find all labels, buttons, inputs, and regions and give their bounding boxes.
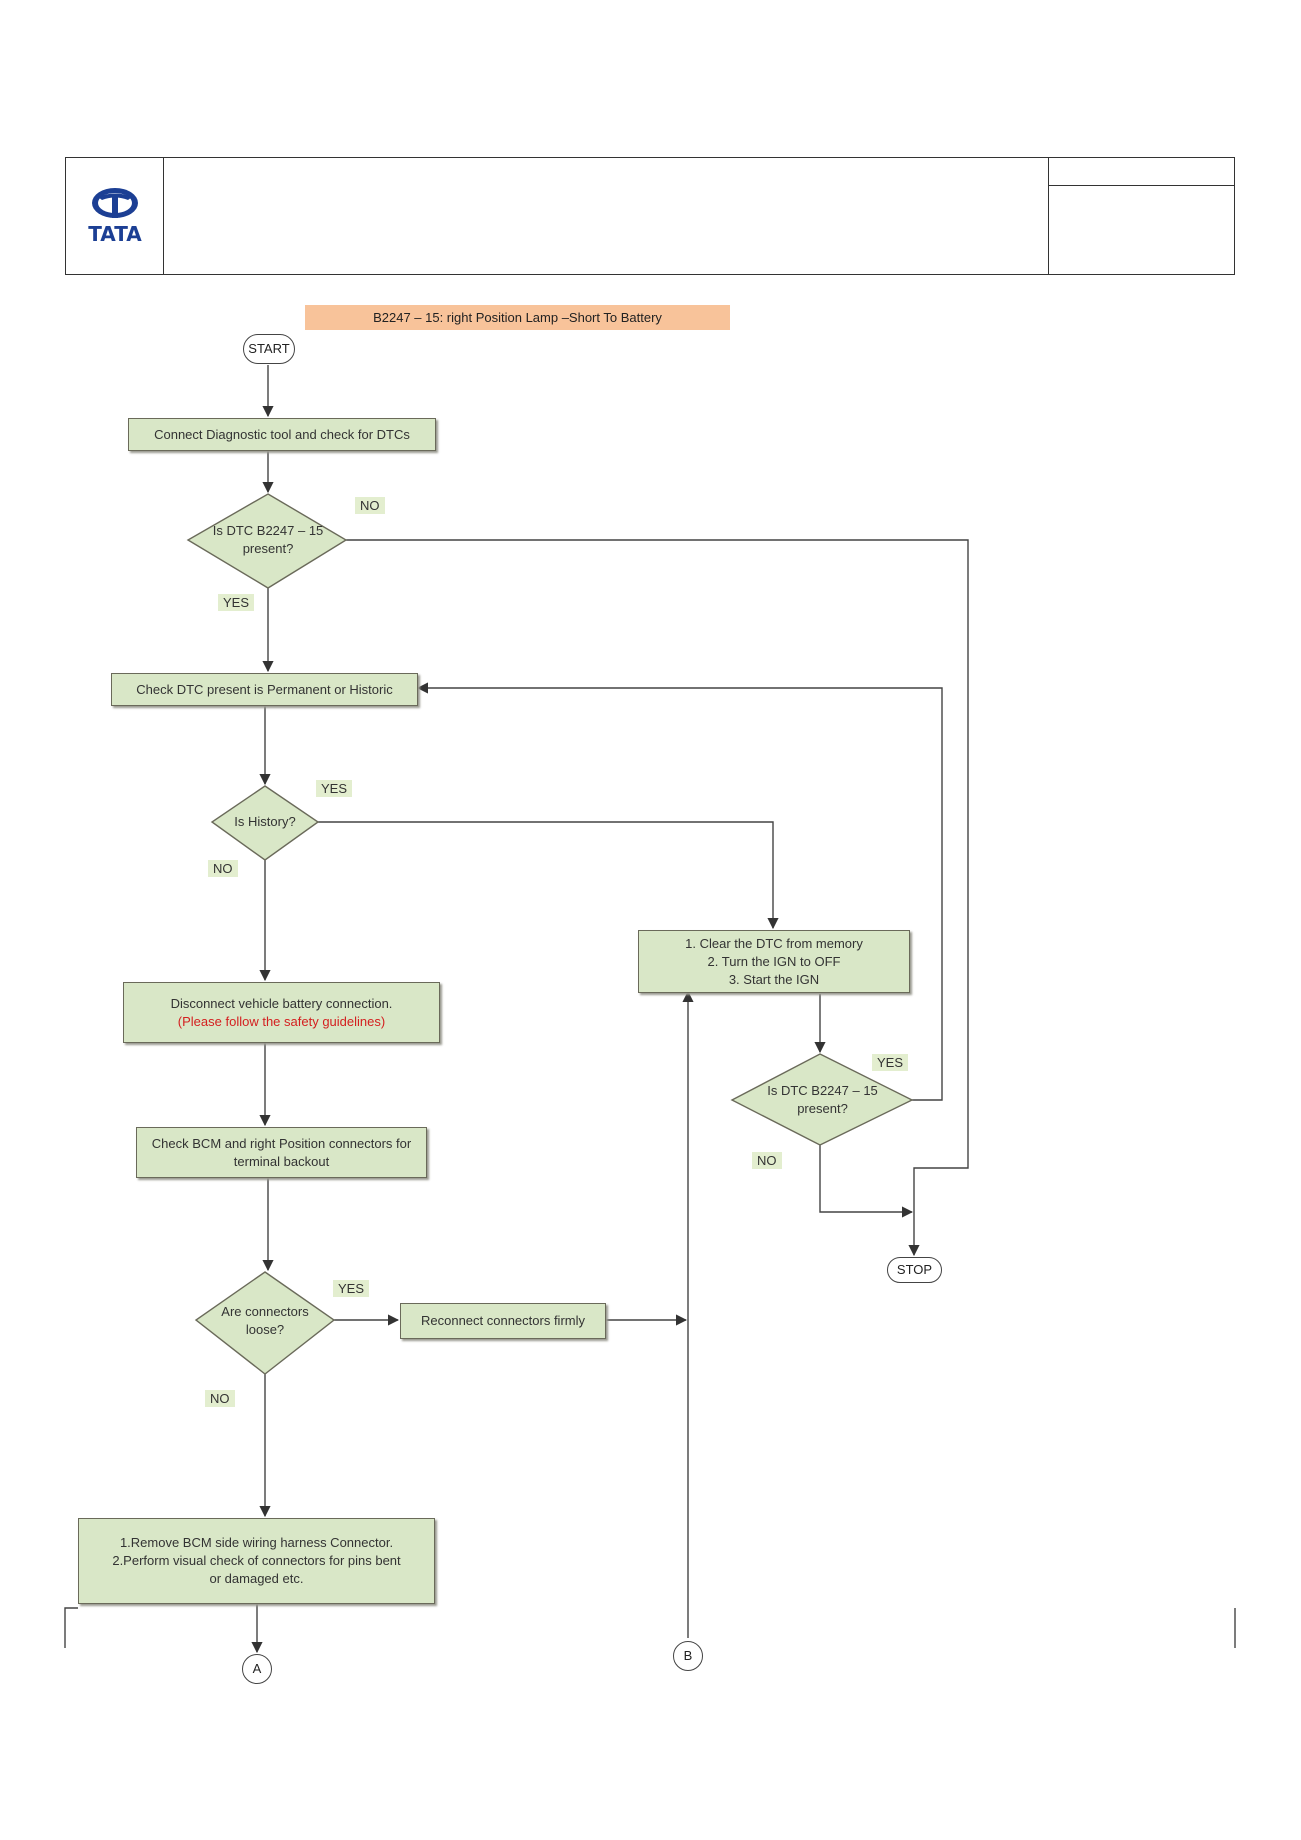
label-no: NO xyxy=(752,1152,782,1169)
decision-dtc-present xyxy=(186,493,348,589)
label-no: NO xyxy=(208,860,238,877)
decision-line: present? xyxy=(242,541,294,556)
step-check-bcm: Check BCM and right Position connectors … xyxy=(136,1127,427,1178)
step-text: 1. Clear the DTC from memory xyxy=(685,935,863,951)
step-text: Reconnect connectors firmly xyxy=(420,1313,585,1328)
label-yes: YES xyxy=(333,1280,370,1297)
header-divider xyxy=(1048,158,1049,274)
arrow xyxy=(318,821,779,930)
step-text: 1.Remove BCM side wiring harness Connect… xyxy=(119,1535,394,1550)
label-yes: YES xyxy=(218,594,255,611)
step-text: Disconnect vehicle battery connection. xyxy=(170,995,393,1011)
decision-is-history xyxy=(210,785,320,861)
label-no: NO xyxy=(205,1390,235,1407)
flow-title: B2247 – 15: right Position Lamp –Short T… xyxy=(305,305,730,330)
decision-text: Is DTC B2247 – 15 present? xyxy=(750,1082,895,1118)
step-text: 2. Turn the IGN to OFF xyxy=(707,953,841,969)
decision-line: Is DTC B2247 – 15 xyxy=(212,523,324,538)
step-remove-bcm: 1.Remove BCM side wiring harness Connect… xyxy=(78,1518,435,1604)
step-clear-dtc: 1. Clear the DTC from memory 2. Turn the… xyxy=(638,930,910,993)
connector-b: B xyxy=(673,1641,703,1671)
step-text: or damaged etc. xyxy=(209,1571,304,1586)
step-reconnect: Reconnect connectors firmly xyxy=(400,1303,606,1339)
arrow xyxy=(819,1145,914,1218)
decision-line: Is History? xyxy=(234,814,296,829)
document-header: TATA xyxy=(65,157,1235,275)
decision-line: present? xyxy=(797,1101,848,1116)
step-text: terminal backout xyxy=(233,1153,330,1169)
step-text: 2.Perform visual check of connectors for… xyxy=(112,1553,401,1568)
label-yes: YES xyxy=(316,780,353,797)
arrow xyxy=(416,682,943,1101)
header-divider xyxy=(163,158,164,274)
page-border xyxy=(64,1607,78,1648)
label-yes: YES xyxy=(872,1054,909,1071)
step-text: Check BCM and right Position connectors … xyxy=(151,1135,412,1151)
safety-warning: (Please follow the safety guidelines) xyxy=(177,1013,386,1029)
header-divider xyxy=(1048,185,1234,186)
label-no: NO xyxy=(355,497,385,514)
decision-text: Is History? xyxy=(215,813,315,831)
arrow xyxy=(346,539,969,1257)
decision-text: Are connectors loose? xyxy=(210,1303,320,1339)
logo-text: TATA xyxy=(88,222,142,246)
start-terminal: START xyxy=(243,334,295,364)
step-connect-tool: Connect Diagnostic tool and check for DT… xyxy=(128,418,436,451)
decision-line: Are connectors xyxy=(221,1304,309,1319)
step-disconnect-battery: Disconnect vehicle battery connection. (… xyxy=(123,982,440,1043)
decision-dtc-again xyxy=(730,1053,914,1146)
step-text: 3. Start the IGN xyxy=(728,971,820,987)
connector-a: A xyxy=(242,1654,272,1684)
tata-emblem-icon xyxy=(92,188,138,218)
step-check-permanent: Check DTC present is Permanent or Histor… xyxy=(111,673,418,706)
step-text: Check DTC present is Permanent or Histor… xyxy=(136,681,393,697)
decision-text: Is DTC B2247 – 15 present? xyxy=(198,522,338,558)
decision-connectors-loose xyxy=(194,1271,336,1375)
stop-terminal: STOP xyxy=(887,1257,942,1283)
decision-line: Is DTC B2247 – 15 xyxy=(767,1083,878,1098)
step-text: Connect Diagnostic tool and check for DT… xyxy=(154,426,410,442)
decision-line: loose? xyxy=(245,1322,285,1337)
